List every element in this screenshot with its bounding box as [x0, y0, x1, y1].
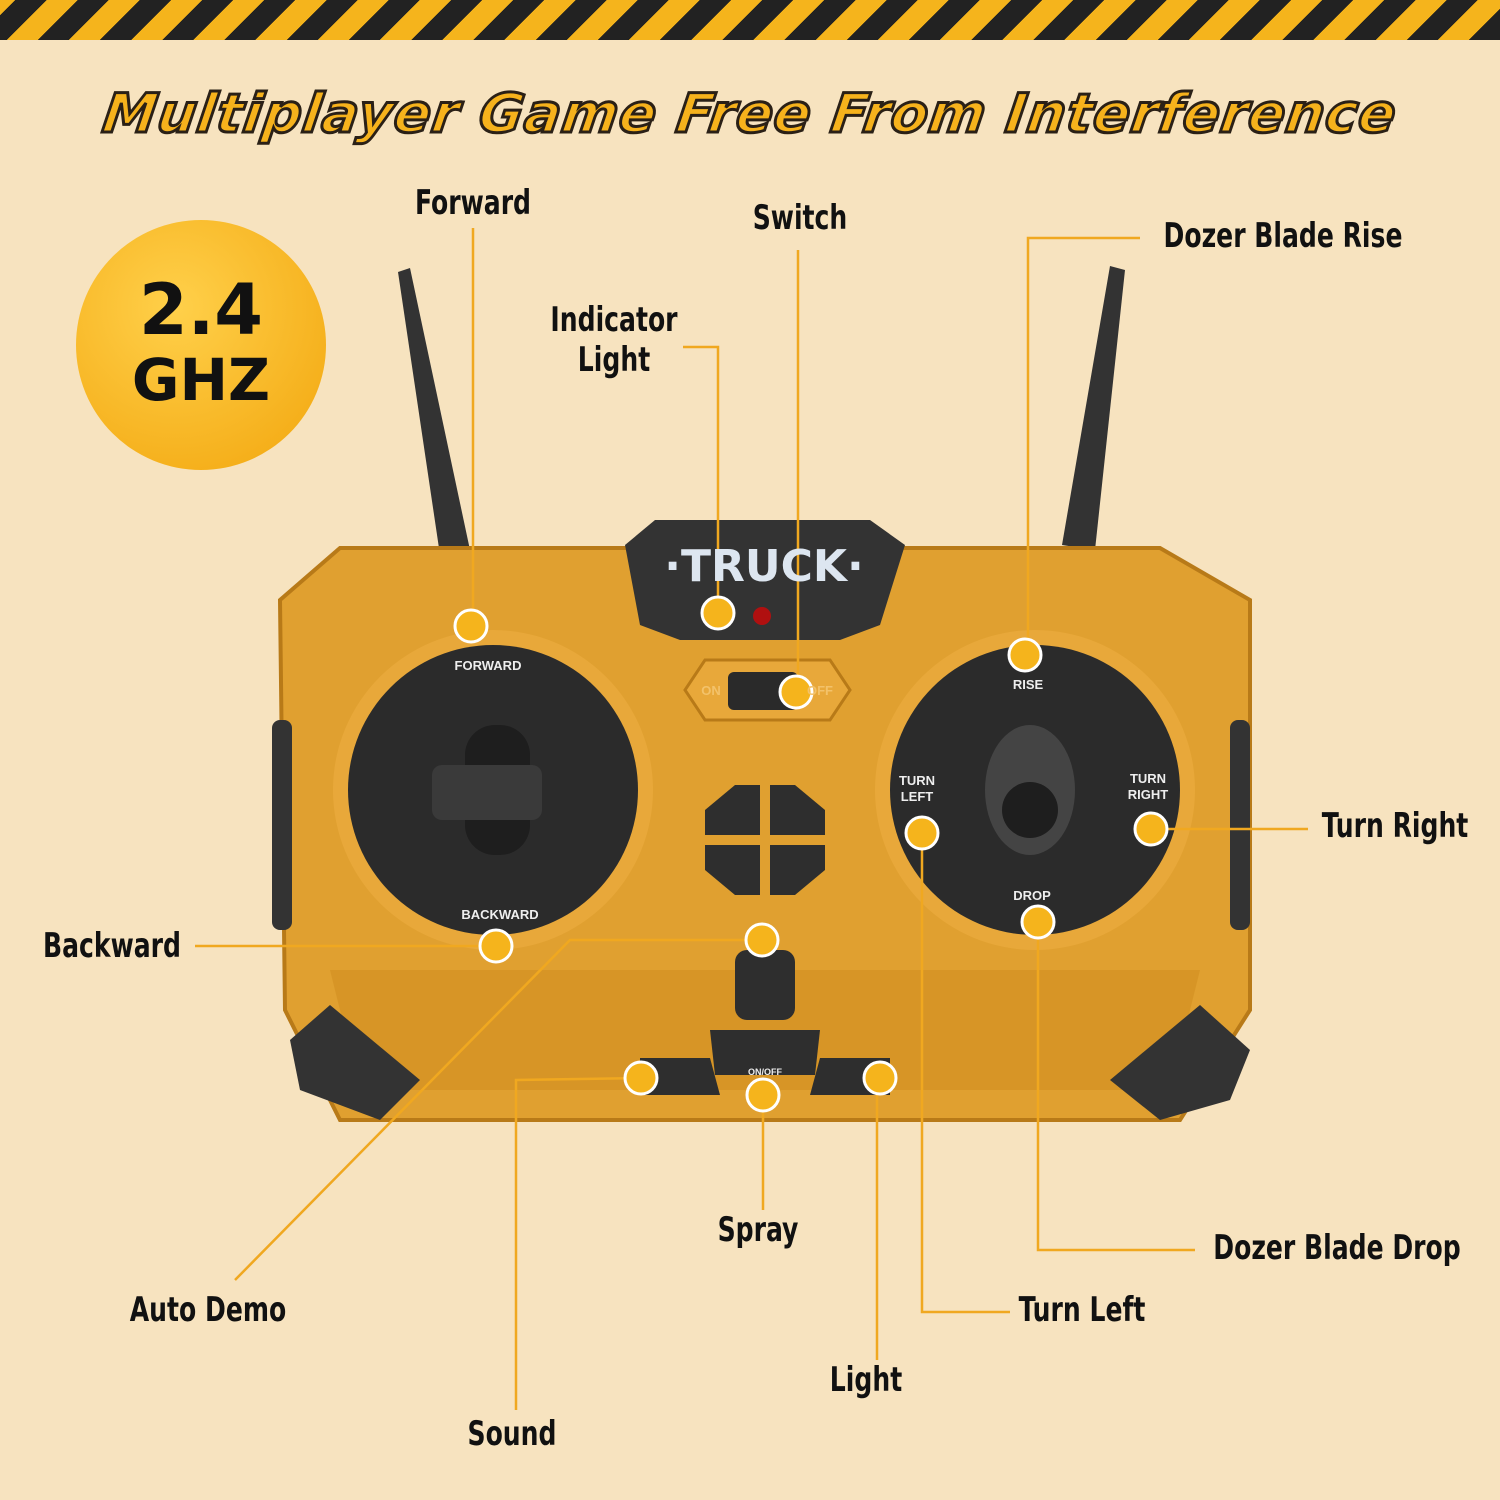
brand-logo: ·TRUCK·	[664, 541, 864, 592]
antennas	[398, 266, 1125, 555]
hazard-stripe	[0, 0, 1500, 40]
turn-right-line1: TURN	[1129, 771, 1167, 786]
callout-turn-right: Turn Right	[1321, 806, 1469, 846]
callout-spray: Spray	[717, 1210, 799, 1250]
turn-left-line1: TURN	[898, 773, 936, 788]
callout-light: Light	[829, 1360, 903, 1400]
turn-left-line2: LEFT	[900, 789, 934, 804]
onoff-marking: ON/OFF	[748, 1067, 782, 1077]
callout-switch: Switch	[752, 198, 848, 238]
drop-marking: DROP	[1013, 888, 1051, 903]
callout-backward: Backward	[42, 926, 182, 966]
callout-dots	[453, 595, 1169, 1113]
forward-marking: FORWARD	[454, 658, 522, 673]
callout-forward: Forward	[414, 183, 532, 223]
on-marking: ON	[701, 683, 721, 698]
turn-right-line2: RIGHT	[1127, 787, 1169, 802]
callout-dozer-blade-drop: Dozer Blade Drop	[1213, 1228, 1461, 1268]
indicator-line1: Indicator	[550, 300, 678, 340]
indicator-line2: Light	[577, 340, 651, 380]
rise-marking: RISE	[1012, 677, 1044, 692]
controller-body	[272, 520, 1252, 1122]
off-marking: OFF	[807, 683, 833, 698]
callout-auto-demo: Auto Demo	[129, 1290, 287, 1330]
backward-marking: BACKWARD	[461, 907, 539, 922]
callout-turn-left: Turn Left	[1018, 1290, 1146, 1330]
callout-dozer-blade-rise: Dozer Blade Rise	[1163, 216, 1403, 256]
callout-sound: Sound	[467, 1414, 557, 1454]
badge-value: 2.4	[138, 269, 263, 351]
leader-lines	[195, 228, 1308, 1410]
badge-unit: GHZ	[131, 346, 271, 414]
